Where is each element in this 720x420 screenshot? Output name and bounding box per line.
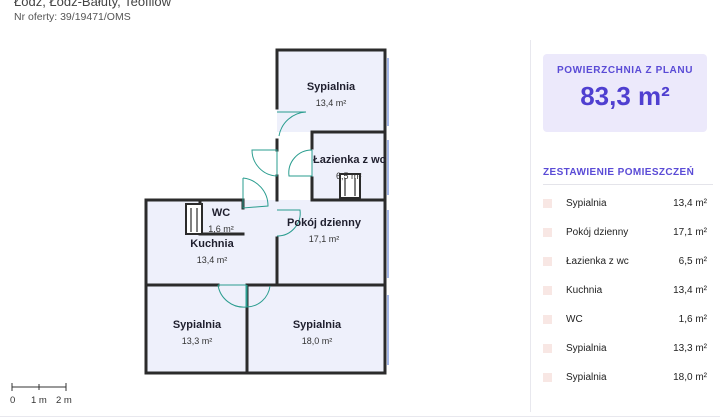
scale-bar [11, 383, 67, 391]
room-label: Pokój dzienny [287, 217, 362, 229]
area-value: 83,3 m² [580, 81, 670, 111]
toilet-fixture [185, 203, 203, 235]
room-area-label: 17,1 m² [309, 234, 340, 244]
room-area-label: 1,6 m² [208, 224, 234, 234]
room-label: Sypialnia [293, 319, 342, 331]
door-swing [217, 284, 247, 308]
list-item-name: Kuchnia [566, 285, 603, 296]
bottom-divider [0, 416, 720, 417]
room-area-label: 13,3 m² [182, 336, 213, 346]
list-item-name: WC [566, 314, 583, 325]
list-item-area: 18,0 m² [673, 372, 707, 383]
room-label: Kuchnia [190, 238, 234, 250]
list-item-name: Sypialnia [566, 198, 607, 209]
list-item: Sypialnia 13,4 m² [543, 189, 713, 218]
room-label: WC [212, 207, 230, 219]
room-area-label: 13,4 m² [316, 98, 347, 108]
section-divider [543, 184, 713, 185]
room-fill [277, 50, 385, 132]
legend-square [543, 286, 552, 295]
room-label: Sypialnia [173, 319, 222, 331]
room-fill [247, 285, 385, 373]
legend-square [543, 315, 552, 324]
list-item-name: Sypialnia [566, 372, 607, 383]
rooms-summary-title: ZESTAWIENIE POMIESZCZEŃ [543, 167, 695, 178]
room-fill [146, 200, 277, 285]
list-item-area: 17,1 m² [673, 227, 707, 238]
room-area-label: 13,4 m² [197, 255, 228, 265]
scale-tick: 0 [10, 395, 15, 406]
door-swing [246, 285, 271, 308]
room-label: Sypialnia [307, 81, 356, 93]
door-swing [288, 149, 313, 177]
list-item-area: 13,3 m² [673, 343, 707, 354]
floor-plan: Sypialnia 13,4 m² Łazienka z wc 6,5 m² W… [10, 48, 389, 406]
list-item-area: 6,5 m² [678, 256, 707, 267]
list-item-name: Pokój dzienny [566, 227, 629, 238]
list-item: WC 1,6 m² [543, 305, 713, 334]
list-item: Sypialnia 13,3 m² [543, 334, 713, 363]
list-item: Pokój dzienny 17,1 m² [543, 218, 713, 247]
rooms-list: Sypialnia 13,4 m² Pokój dzienny 17,1 m² … [543, 189, 713, 392]
door-swing [277, 111, 307, 137]
door-swing [242, 177, 269, 209]
panel-divider [530, 40, 531, 412]
list-item-name: Łazienka z wc [566, 256, 629, 267]
legend-square [543, 228, 552, 237]
list-item-name: Sypialnia [566, 343, 607, 354]
location-text: Łódź, Łódź-Bałuty, Teofilów [14, 0, 172, 9]
room-fill [146, 285, 247, 373]
legend-square [543, 373, 552, 382]
list-item: Łazienka z wc 6,5 m² [543, 247, 713, 276]
room-area-label: 6,5 m² [336, 171, 362, 181]
offer-number: Nr oferty: 39/19471/OMS [14, 11, 131, 23]
room-fill [277, 200, 385, 285]
door-swing [251, 149, 278, 177]
legend-square [543, 257, 552, 266]
list-item-area: 13,4 m² [673, 198, 707, 209]
scale-tick: 1 m [31, 395, 47, 406]
room-area-label: 18,0 m² [302, 336, 333, 346]
scale-tick: 2 m [56, 395, 72, 406]
door-swing [276, 209, 301, 237]
area-summary-box: POWIERZCHNIA Z PLANU 83,3 m² [543, 54, 707, 132]
area-label: POWIERZCHNIA Z PLANU [556, 65, 694, 76]
list-item-area: 1,6 m² [678, 314, 707, 325]
legend-square [543, 344, 552, 353]
room-label: Łazienka z wc [313, 154, 386, 166]
legend-square [543, 199, 552, 208]
list-item: Kuchnia 13,4 m² [543, 276, 713, 305]
list-item-area: 13,4 m² [673, 285, 707, 296]
wall [144, 48, 387, 375]
list-item: Sypialnia 18,0 m² [543, 363, 713, 392]
